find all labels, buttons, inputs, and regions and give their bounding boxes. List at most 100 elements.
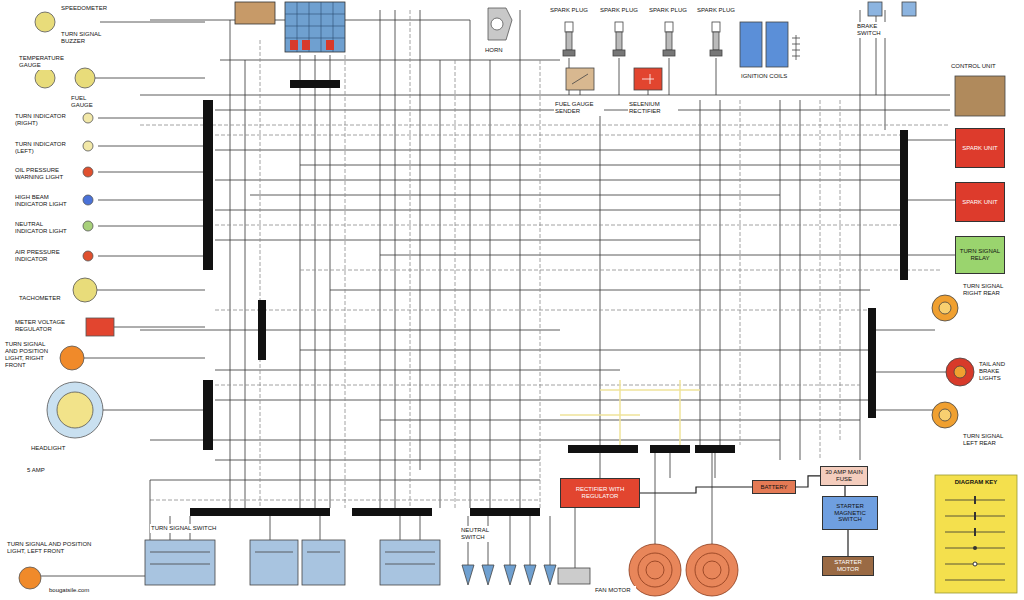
lamp-label: TAIL AND BRAKE LIGHTS	[978, 360, 1020, 383]
spark-unit-box: SPARK UNIT	[955, 128, 1005, 168]
component-name: SPARK UNIT	[958, 145, 1002, 152]
spark-plug-label: SPARK PLUG	[599, 6, 641, 15]
wire-highlight	[560, 380, 700, 445]
unit-label: CONTROL UNIT	[950, 62, 1012, 71]
switch-label: TURN SIGNAL SWITCH	[150, 524, 222, 533]
component-name: OIL PRESSURE WARNING LIGHT	[15, 167, 73, 181]
gauge-label: SPEEDOMETER	[60, 4, 108, 13]
wire-bundle-dashed	[140, 10, 950, 508]
component-name: CONTROL UNIT	[951, 63, 1011, 70]
component-name: TURN SIGNAL AND POSITION LIGHT, RIGHT FR…	[5, 341, 57, 369]
component-name: HORN	[485, 47, 513, 54]
component-name: TURN INDICATOR (LEFT)	[15, 141, 73, 155]
component-name: SPARK PLUG	[697, 7, 737, 14]
relay-box: TURN SIGNAL RELAY	[955, 236, 1005, 274]
power-cable	[847, 530, 848, 556]
component-name: STARTER MOTOR	[825, 559, 871, 573]
power-cable	[844, 486, 845, 496]
spark-plug-label: SPARK PLUG	[549, 6, 591, 15]
key-heading: DIAGRAM KEY	[938, 478, 1014, 487]
horn-icon	[488, 8, 512, 40]
horn-label: HORN	[484, 46, 514, 55]
watermark: bougatsile.com	[49, 587, 127, 594]
indicator-label: NEUTRAL INDICATOR LIGHT	[14, 220, 74, 236]
component-name: SPARK PLUG	[649, 7, 689, 14]
lamp-label: TURN SIGNAL RIGHT REAR	[962, 282, 1018, 298]
coil-label: IGNITION COILS	[740, 72, 794, 81]
component-name: SELENIUM RECTIFIER	[629, 101, 677, 115]
component-name: TURN SIGNAL AND POSITION LIGHT, LEFT FRO…	[7, 541, 97, 555]
fuse-box	[235, 2, 345, 52]
indicator-label: TURN INDICATOR (LEFT)	[14, 140, 74, 156]
component-name: DIAGRAM KEY	[939, 479, 1013, 486]
connector-bar	[190, 80, 908, 516]
spark-unit-box: SPARK UNIT	[955, 182, 1005, 222]
fuse-rating: 5 AMP	[27, 467, 65, 474]
indicator-label: AIR PRESSURE INDICATOR	[14, 248, 74, 264]
component-name: FUEL GAUGE SENDER	[555, 101, 603, 115]
fuse-rating: 5 AMP	[26, 466, 66, 475]
component-name: TURN SIGNAL RELAY	[958, 248, 1002, 262]
lamp-label: TURN SIGNAL AND POSITION LIGHT, RIGHT FR…	[4, 340, 58, 370]
component-name: BRAKE SWITCH	[857, 23, 891, 37]
component-name: HEADLIGHT	[31, 445, 79, 452]
motor-label: FAN MOTOR	[594, 586, 636, 595]
indicator-label: OIL PRESSURE WARNING LIGHT	[14, 166, 74, 182]
regulator-label: METER VOLTAGE REGULATOR	[14, 318, 74, 334]
lamp-label: TURN SIGNAL AND POSITION LIGHT, LEFT FRO…	[6, 540, 98, 556]
component-name: TURN INDICATOR (RIGHT)	[15, 113, 73, 127]
gauge-label: TACHOMETER	[18, 294, 68, 303]
sender-label: FUEL GAUGE SENDER	[554, 100, 604, 116]
power-cable	[640, 487, 752, 493]
gauge-label: TEMPERATURE GAUGE	[18, 54, 68, 70]
battery-box: BATTERY	[752, 480, 796, 494]
component-name: FUEL GAUGE	[71, 95, 109, 109]
gauge-icons	[19, 12, 114, 589]
component-name: TURN SIGNAL BUZZER	[61, 31, 107, 45]
alternator-and-fan	[558, 544, 738, 596]
indicator-label: TURN INDICATOR (RIGHT)	[14, 112, 74, 128]
component-name: FAN MOTOR	[595, 587, 635, 594]
fuse-box: 30 AMP MAIN FUSE	[820, 466, 868, 486]
rectifier-box: RECTIFIER WITH REGULATOR	[560, 478, 640, 508]
spark-plug-icons	[563, 22, 722, 56]
spark-plug-label: SPARK PLUG	[648, 6, 690, 15]
component-name: NEUTRAL INDICATOR LIGHT	[15, 221, 73, 235]
starter-motor-box: STARTER MOTOR	[822, 556, 874, 576]
buzzer-label: TURN SIGNAL BUZZER	[60, 30, 108, 46]
switch-label: BRAKE SWITCH	[856, 22, 892, 38]
switch-label: NEUTRAL SWITCH	[460, 526, 506, 542]
component-name: TACHOMETER	[19, 295, 67, 302]
watermark: bougatsile.com	[48, 586, 128, 595]
handlebar-switches	[145, 540, 556, 585]
gauge-label: FUEL GAUGE	[70, 94, 110, 110]
wire-stubs	[41, 16, 955, 576]
component-name: SPEEDOMETER	[61, 5, 107, 12]
magnetic-switch-box: STARTER MAGNETIC SWITCH	[822, 496, 878, 530]
component-name: 30 AMP MAIN FUSE	[823, 469, 865, 483]
component-name: AIR PRESSURE INDICATOR	[15, 249, 73, 263]
indicator-label: HIGH BEAM INDICATOR LIGHT	[14, 193, 74, 209]
component-name: NEUTRAL SWITCH	[461, 527, 505, 541]
rectifier-label: SELENIUM RECTIFIER	[628, 100, 678, 116]
component-name: TURN SIGNAL LEFT REAR	[963, 433, 1017, 447]
component-name: TURN SIGNAL RIGHT REAR	[963, 283, 1017, 297]
lamp-label: TURN SIGNAL LEFT REAR	[962, 432, 1018, 448]
component-icons	[566, 2, 916, 90]
component-name: IGNITION COILS	[741, 73, 793, 80]
component-name: TAIL AND BRAKE LIGHTS	[979, 361, 1019, 382]
power-cable	[796, 476, 820, 487]
component-name: RECTIFIER WITH REGULATOR	[563, 486, 637, 500]
spark-plug-label: SPARK PLUG	[696, 6, 738, 15]
component-name: TEMPERATURE GAUGE	[19, 55, 67, 69]
component-name: SPARK PLUG	[600, 7, 640, 14]
component-name: BATTERY	[755, 484, 793, 491]
component-name: SPARK PLUG	[550, 7, 590, 14]
component-name: STARTER MAGNETIC SWITCH	[825, 503, 875, 524]
component-name: METER VOLTAGE REGULATOR	[15, 319, 73, 333]
lamp-label: HEADLIGHT	[30, 444, 80, 453]
component-name: SPARK UNIT	[958, 199, 1002, 206]
component-name: HIGH BEAM INDICATOR LIGHT	[15, 194, 73, 208]
component-name: TURN SIGNAL SWITCH	[151, 525, 221, 532]
